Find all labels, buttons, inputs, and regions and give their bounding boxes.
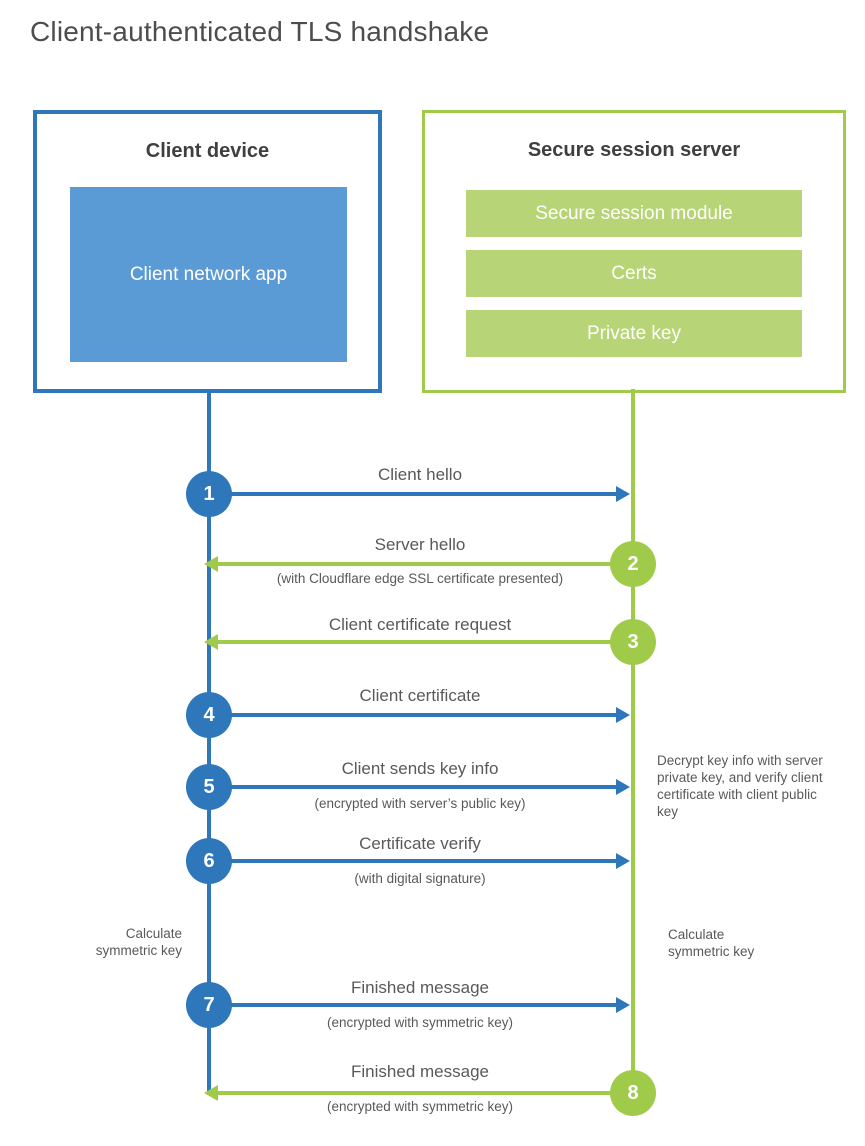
secure-session-server-box: Secure session server Secure session mod… — [422, 110, 846, 393]
step-6-arrow — [230, 859, 616, 863]
note-server-decrypt-key-info: Decrypt key info with server private key… — [657, 753, 823, 819]
step-1-label: Client hello — [377, 465, 463, 484]
secure-session-server-heading: Secure session server — [527, 139, 741, 161]
note-server-calculate-symmetric-key: Calculate symmetric key — [668, 927, 755, 959]
step-6-sublabel: (with digital signature) — [354, 871, 486, 886]
arrow-right-icon — [616, 486, 630, 502]
server-module-private-key: Private key — [466, 310, 802, 357]
step-number: 5 — [203, 775, 215, 798]
server-module-label: Private key — [587, 322, 681, 344]
step-5-label: Client sends key info — [341, 759, 499, 778]
step-7-sublabel: (encrypted with symmetric key) — [326, 1015, 514, 1030]
arrow-right-icon — [616, 853, 630, 869]
server-lifeline — [631, 389, 635, 1095]
server-module-label: Secure session module — [535, 202, 733, 224]
step-1-arrow — [230, 492, 616, 496]
arrow-right-icon — [616, 779, 630, 795]
step-number: 3 — [627, 630, 639, 653]
step-6-badge: 6 — [186, 838, 232, 884]
arrow-right-icon — [616, 707, 630, 723]
page-title: Client-authenticated TLS handshake — [30, 16, 490, 47]
client-device-heading: Client device — [145, 140, 270, 162]
step-5-sublabel: (encrypted with server’s public key) — [314, 796, 526, 811]
server-module-certs: Certs — [466, 250, 802, 297]
step-number: 8 — [627, 1081, 639, 1104]
step-8-sublabel: (encrypted with symmetric key) — [326, 1099, 514, 1114]
step-number: 6 — [203, 849, 215, 872]
server-module-label: Certs — [611, 262, 657, 284]
step-8-badge: 8 — [610, 1070, 656, 1116]
step-5-badge: 5 — [186, 764, 232, 810]
server-module-secure-session: Secure session module — [466, 190, 802, 237]
step-number: 1 — [203, 482, 215, 505]
step-7-label: Finished message — [351, 978, 489, 997]
step-3-arrow — [218, 640, 612, 644]
note-client-calculate-symmetric-key: Calculate symmetric key — [95, 926, 182, 958]
step-5-arrow — [230, 785, 616, 789]
step-number: 2 — [627, 552, 639, 575]
arrow-right-icon — [616, 997, 630, 1013]
step-4-badge: 4 — [186, 692, 232, 738]
step-6-label: Certificate verify — [359, 834, 481, 853]
step-8-arrow — [218, 1091, 612, 1095]
step-7-arrow — [230, 1003, 616, 1007]
client-network-app-label: Client network app — [129, 263, 288, 285]
step-number: 7 — [203, 993, 215, 1016]
step-2-arrow — [218, 562, 612, 566]
client-network-app-box: Client network app — [70, 187, 347, 362]
step-4-label: Client certificate — [359, 686, 481, 705]
step-2-sublabel: (with Cloudflare edge SSL certificate pr… — [276, 571, 564, 586]
step-3-label: Client certificate request — [328, 615, 512, 634]
client-device-box: Client device Client network app — [33, 110, 382, 393]
arrow-left-icon — [204, 634, 218, 650]
arrow-left-icon — [204, 1085, 218, 1101]
step-2-badge: 2 — [610, 541, 656, 587]
step-3-badge: 3 — [610, 619, 656, 665]
step-2-label: Server hello — [374, 535, 466, 554]
step-7-badge: 7 — [186, 982, 232, 1028]
step-4-arrow — [230, 713, 616, 717]
step-1-badge: 1 — [186, 471, 232, 517]
step-number: 4 — [203, 703, 215, 726]
arrow-left-icon — [204, 556, 218, 572]
step-8-label: Finished message — [351, 1062, 489, 1081]
client-lifeline — [207, 391, 211, 1095]
